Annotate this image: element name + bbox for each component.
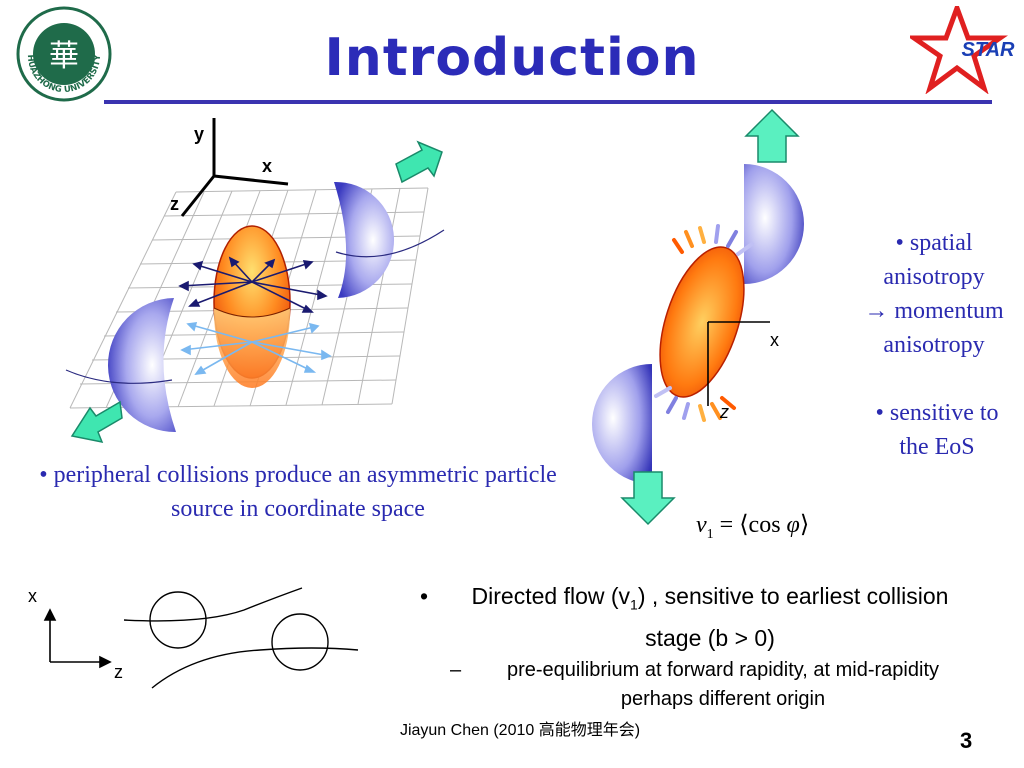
note-line: the EoS — [899, 434, 975, 460]
particle-source — [213, 225, 291, 388]
footer-author: Jiayun Chen (2010 高能物理年会) — [399, 722, 641, 739]
lower-half-nucleus — [592, 364, 652, 484]
lower-nucleus — [65, 298, 176, 433]
eos-sensitivity-note: • sensitive to the EoS — [852, 396, 1022, 464]
star-logo: STAR — [910, 6, 1016, 94]
svg-text:x: x — [28, 586, 37, 606]
upper-nucleus — [334, 181, 445, 298]
svg-text:x: x — [770, 330, 779, 350]
upper-half-nucleus — [744, 164, 804, 284]
trajectory-schematic: x z — [28, 586, 359, 689]
svg-text:STAR: STAR — [962, 39, 1016, 61]
note-line: → momentum — [864, 298, 1004, 324]
svg-text:華: 華 — [49, 39, 79, 74]
bullet-mark: • — [420, 583, 429, 609]
university-logo: 華 HUAZHONG UNIVERSITY — [16, 6, 112, 102]
flow-diagram-figure: x z — [592, 108, 804, 526]
note-line: • sensitive to — [875, 400, 999, 426]
peripheral-collision-figure: y x z — [65, 118, 445, 444]
directed-text: ) , sensitive to earliest collision stag… — [637, 583, 949, 651]
directed-text: Directed flow (v — [471, 583, 631, 609]
note-line: anisotropy — [883, 264, 985, 290]
sub-bullet-text: pre-equilibrium at forward rapidity, at … — [506, 659, 939, 710]
title-underline — [104, 100, 992, 104]
note-line: • spatial — [895, 230, 973, 256]
page-title: Introduction — [324, 28, 700, 88]
svg-text:z: z — [170, 194, 179, 214]
svg-text:z: z — [114, 662, 123, 682]
note-line: anisotropy — [883, 332, 985, 358]
v1-formula: v1 = ⟨cos φ⟩ — [696, 512, 810, 542]
svg-text:z: z — [719, 402, 729, 422]
peripheral-caption: • peripheral collisions produce an asymm… — [39, 462, 557, 522]
dash-mark: – — [450, 659, 462, 681]
svg-text:y: y — [194, 124, 204, 144]
spatial-anisotropy-note: • spatial anisotropy → momentum anisotro… — [846, 226, 1022, 362]
svg-text:x: x — [262, 156, 272, 176]
page-number: 3 — [960, 728, 973, 753]
particle-source — [659, 246, 745, 398]
